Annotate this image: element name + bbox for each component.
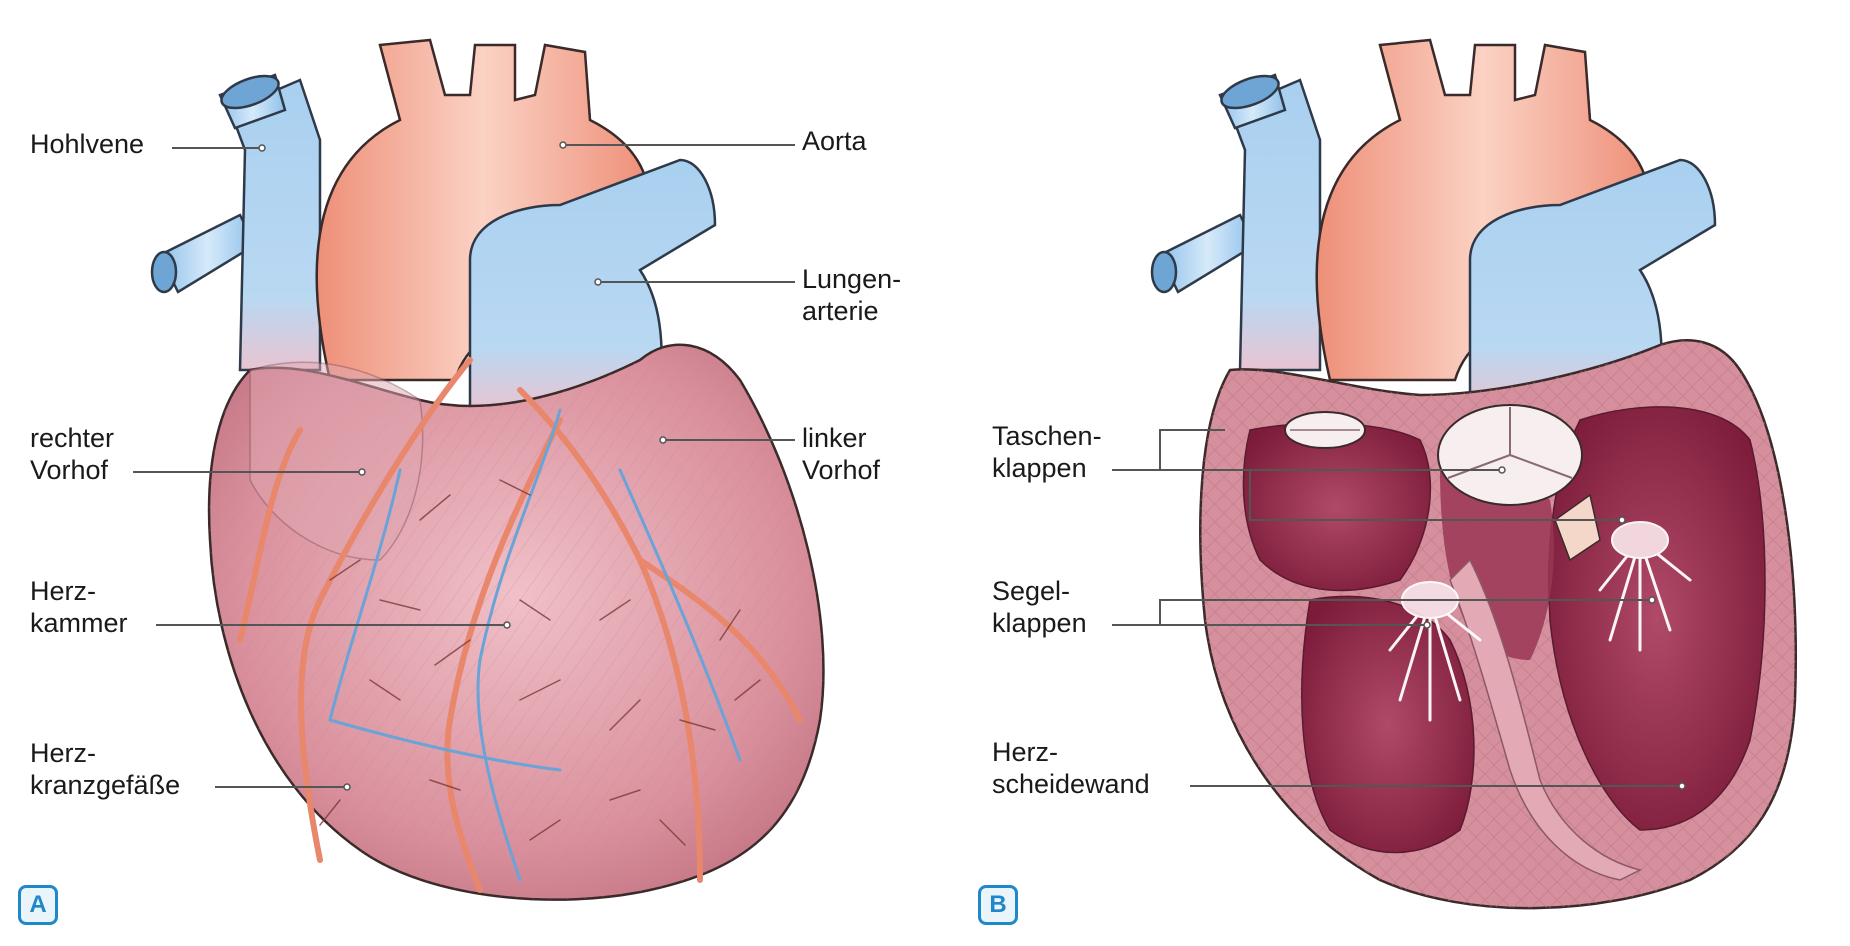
label-hohlvene: Hohlvene [30, 128, 144, 160]
label-aorta-text: Aorta [802, 126, 867, 156]
label-segelklappen-line2: klappen [992, 608, 1087, 638]
atrioventricular-valves-b [1388, 521, 1692, 722]
vena-cava-a [150, 73, 322, 372]
vena-cava-b [1150, 73, 1322, 372]
coronary-vessels-a [237, 357, 803, 893]
label-herzscheidewand-line2: scheidewand [992, 769, 1150, 799]
label-lungenarterie-line2: arterie [802, 296, 879, 326]
semilunar-valves-b [1284, 404, 1601, 562]
label-herzscheidewand: Herz- scheidewand [992, 736, 1150, 800]
label-linker-vorhof-line2: Vorhof [802, 455, 881, 485]
label-rechter-vorhof-line1: rechter [30, 423, 115, 453]
label-herzscheidewand-line1: Herz- [992, 737, 1058, 767]
label-taschenklappen-line2: klappen [992, 453, 1087, 483]
panel-a-badge: A [18, 885, 58, 925]
label-hohlvene-text: Hohlvene [30, 129, 145, 159]
label-taschenklappen-line1: Taschen- [992, 421, 1102, 451]
label-segelklappen-line1: Segel- [992, 576, 1071, 606]
pulmonary-artery-a [468, 158, 717, 412]
label-rechter-vorhof-line2: Vorhof [30, 455, 109, 485]
panel-b-badge: B [978, 885, 1018, 925]
label-taschenklappen: Taschen- klappen [992, 420, 1102, 484]
heart-body-a [207, 343, 825, 901]
label-herzkranzgefaesse: Herz- kranzgefäße [30, 737, 180, 801]
panel-a-heart-exterior [150, 38, 825, 901]
label-rechter-vorhof: rechter Vorhof [30, 422, 114, 486]
leader-lines [133, 144, 1680, 788]
leader-dots [258, 141, 1686, 791]
label-lungenarterie: Lungen- arterie [802, 263, 901, 327]
label-linker-vorhof-line1: linker [802, 423, 867, 453]
septum-b [1449, 558, 1643, 881]
panel-b-heart-section [1150, 38, 1798, 910]
label-lungenarterie-line1: Lungen- [802, 264, 902, 294]
leader-taschenklappen-1 [1112, 429, 1225, 471]
label-aorta: Aorta [802, 125, 867, 157]
label-herzkammer-line1: Herz- [30, 576, 96, 606]
label-herzkranzgefaesse-line1: Herz- [30, 738, 96, 768]
label-herzkammer-line2: kammer [30, 608, 128, 638]
leader-taschenklappen-3 [1249, 470, 1620, 521]
label-linker-vorhof: linker Vorhof [802, 422, 880, 486]
leader-segelklappen-1 [1112, 599, 1650, 626]
label-herzkammer: Herz- kammer [30, 575, 128, 639]
label-segelklappen: Segel- klappen [992, 575, 1087, 639]
label-herzkranzgefaesse-line2: kranzgefäße [30, 770, 181, 800]
